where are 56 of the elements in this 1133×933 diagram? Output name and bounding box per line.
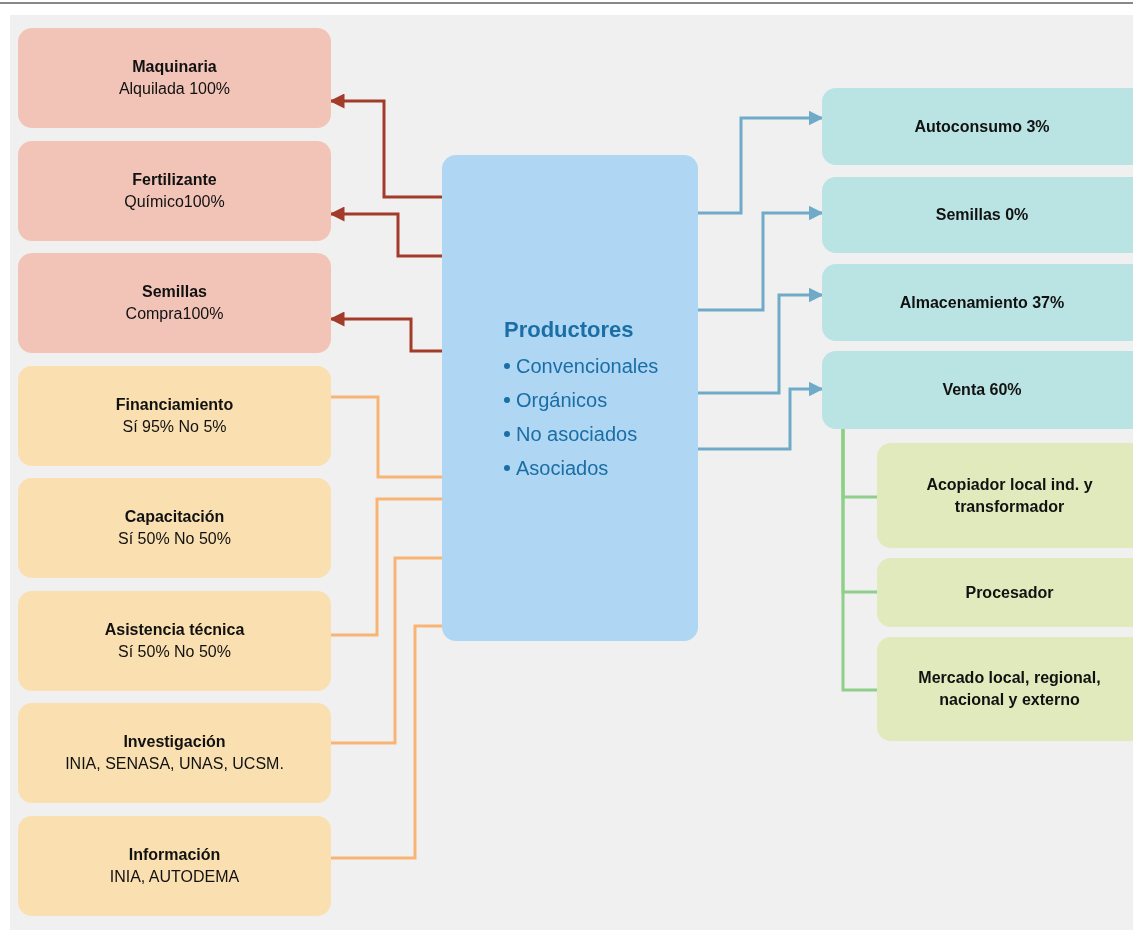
box-heading: Almacenamiento 37% [899, 292, 1065, 313]
connector-line [331, 624, 442, 860]
box-heading: Productores [504, 316, 634, 345]
box-detail: INIA, AUTODEMA [109, 867, 240, 887]
category-box [822, 351, 1133, 429]
box-detail: Sí 50% No 50% [118, 529, 231, 549]
category-box [877, 558, 1133, 627]
arrow [329, 93, 442, 199]
box-detail: Químico100% [124, 192, 225, 212]
box-heading: Acopiador local ind. y transformador [925, 474, 1094, 517]
box-detail: Sí 50% No 50% [118, 642, 231, 662]
box-detail: Sí 95% No 5% [122, 417, 227, 437]
arrow [329, 311, 442, 353]
box-heading: Semillas [142, 282, 207, 303]
category-box [18, 28, 331, 128]
box-heading: Maquinaria [132, 57, 217, 78]
box-detail: Compra100% [125, 304, 224, 324]
arrow [698, 381, 824, 451]
arrow [698, 110, 824, 215]
connector-line [331, 395, 442, 479]
box-heading: Procesador [965, 582, 1054, 603]
category-box [877, 637, 1133, 741]
connector-line [331, 556, 442, 745]
category-box [18, 478, 331, 578]
producer-box [442, 155, 698, 641]
list-item: Orgánicos [516, 387, 608, 413]
box-heading: Asistencia técnica [104, 620, 245, 641]
box-detail: Alquilada 100% [118, 79, 231, 99]
box-heading: Capacitación [124, 507, 225, 528]
box-heading: Semillas 0% [935, 205, 1029, 226]
box-heading: Mercado local, regional, nacional y externo [917, 668, 1102, 710]
category-box [18, 703, 331, 803]
box-heading: Fertilizante [132, 170, 217, 191]
arrow [698, 205, 824, 312]
category-box [18, 253, 331, 353]
connector-line [841, 429, 877, 692]
category-box [822, 88, 1133, 165]
box-detail: INIA, SENASA, UNAS, UCSM. [65, 754, 284, 774]
category-box [822, 264, 1133, 341]
box-heading: Financiamiento [115, 395, 234, 416]
category-box [822, 177, 1133, 253]
category-box [18, 816, 331, 916]
list-item: No asociados [516, 421, 638, 447]
box-heading: Investigación [123, 732, 226, 753]
category-box [877, 443, 1133, 548]
connector-line [331, 497, 442, 637]
category-box [18, 591, 331, 691]
list-item: Convencionales [516, 353, 659, 379]
box-heading: Información [128, 845, 221, 866]
arrow [698, 287, 824, 395]
box-heading: Autoconsumo 3% [914, 116, 1050, 137]
category-box [18, 141, 331, 241]
category-box [18, 366, 331, 466]
arrow [329, 206, 442, 258]
box-heading: Venta 60% [942, 380, 1022, 401]
list-item: Asociados [516, 455, 609, 481]
